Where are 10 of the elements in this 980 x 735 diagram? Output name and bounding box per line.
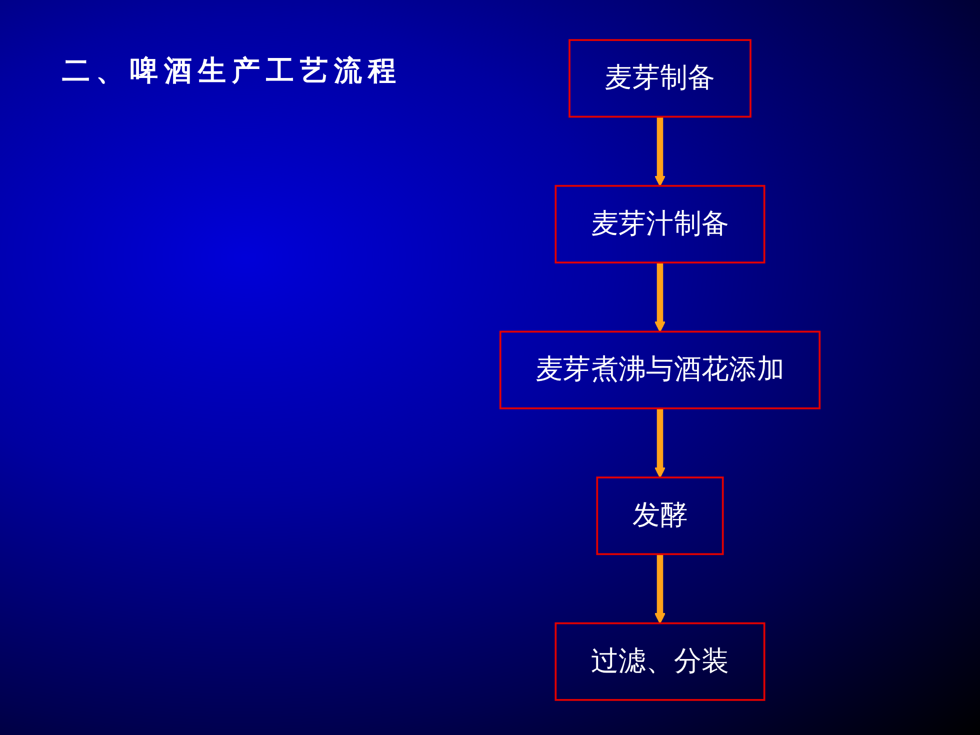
title: 二、啤酒生产工艺流程: [62, 53, 402, 89]
arrow: [654, 554, 666, 624]
node-box: 发酵: [596, 476, 724, 556]
arrow: [654, 408, 666, 478]
node-box: 过滤、分装: [554, 622, 766, 701]
node-box: 麦芽制备: [568, 39, 752, 118]
node-box: 麦芽汁制备: [554, 184, 766, 264]
node-box: 麦芽煮沸与酒花添加: [499, 330, 821, 410]
arrow: [654, 262, 666, 332]
arrow: [654, 116, 666, 186]
